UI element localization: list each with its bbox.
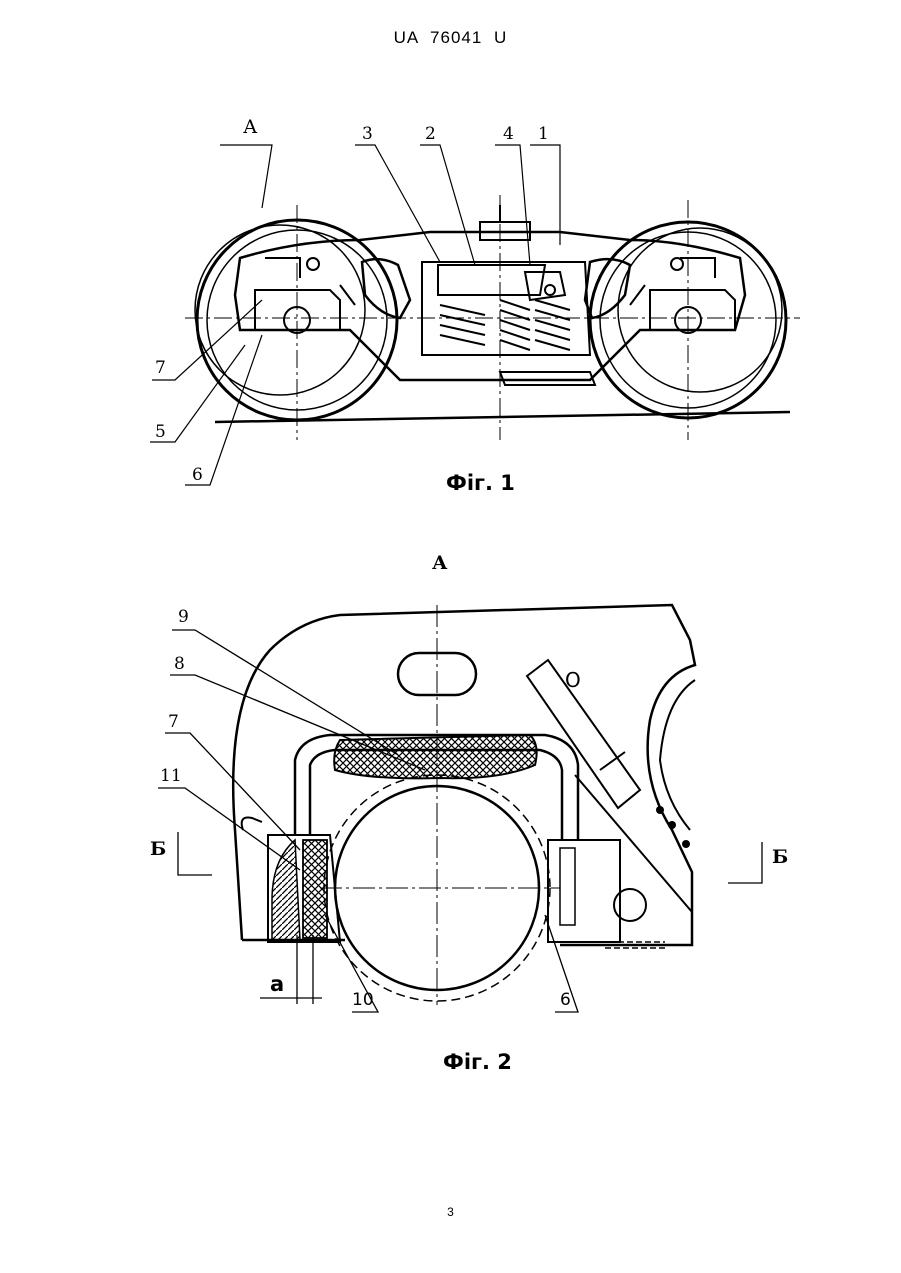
fig2-label-8: 8 xyxy=(174,654,185,674)
fig2-label-o: О xyxy=(565,668,581,692)
fig2-label-7: 7 xyxy=(168,712,179,732)
fig2-section-left: Б xyxy=(150,838,166,860)
fig1-label-7: 7 xyxy=(155,358,166,378)
page-number: 3 xyxy=(0,1205,901,1219)
fig2-gap-label: а xyxy=(270,972,284,996)
fig1-label-5: 5 xyxy=(155,422,166,442)
fig1-label-1: 1 xyxy=(538,124,549,144)
fig1-label-4: 4 xyxy=(503,124,514,144)
fig2-label-11: 11 xyxy=(160,766,182,786)
fig2-label-9: 9 xyxy=(178,607,189,627)
fig1-label-2: 2 xyxy=(425,124,436,144)
figure-1-drawing xyxy=(0,0,901,520)
fig2-label-10: 10 xyxy=(352,990,374,1010)
fig2-view-title: А xyxy=(432,552,447,574)
fig2-section-right: Б xyxy=(772,846,788,868)
figure-1-caption: Фіг. 1 xyxy=(446,471,515,495)
fig1-label-6: 6 xyxy=(192,465,203,485)
fig1-view-label: А xyxy=(243,116,257,138)
fig1-label-3: 3 xyxy=(362,124,373,144)
fig2-label-6: 6 xyxy=(560,990,571,1010)
figure-2-caption: Фіг. 2 xyxy=(443,1050,512,1074)
